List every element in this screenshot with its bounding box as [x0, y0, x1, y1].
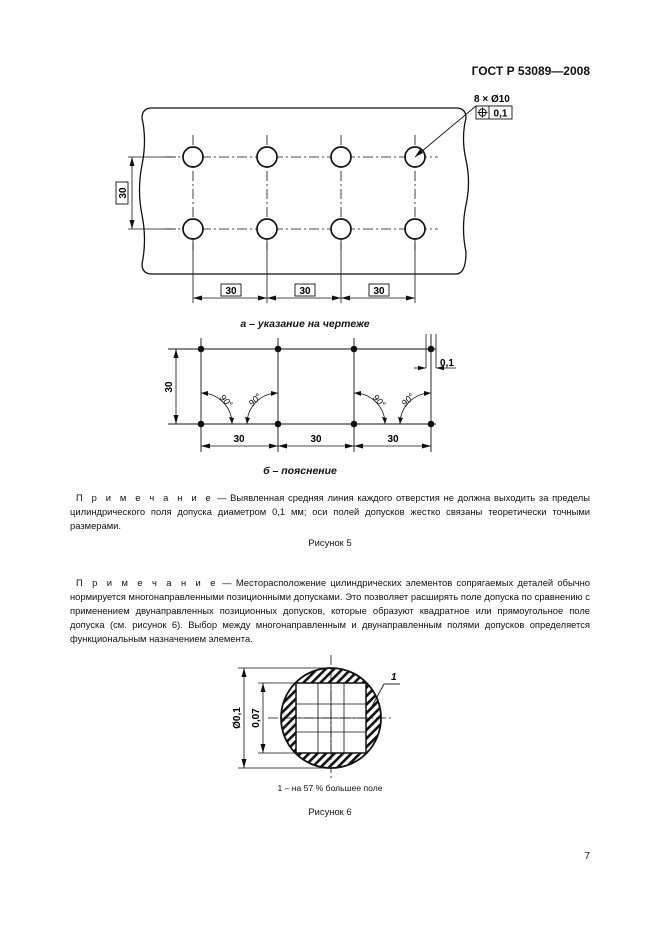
subcaption-b: б – пояснение — [263, 465, 337, 477]
hole — [330, 146, 352, 168]
dim-horizontal-30: 30 — [310, 434, 322, 445]
figure-6-legend: 1 – на 57 % большее поле — [277, 783, 383, 793]
feature-control-frame — [475, 105, 513, 120]
note-figure-5: П р и м е ч а н и е — Выявленная средняя… — [70, 491, 590, 533]
hole — [182, 146, 204, 168]
note-text: — Выявленная средняя линия каждого отвер… — [70, 492, 590, 531]
dim-horizontal-30: 30 — [373, 286, 385, 297]
position-symbol-icon — [477, 107, 488, 118]
standard-code: ГОСТ Р 53089—2008 — [471, 64, 590, 78]
hole — [256, 146, 278, 168]
dim-horizontal-30: 30 — [387, 434, 399, 445]
note-text: — Месторасположение цилиндрических элеме… — [70, 577, 590, 644]
plate-outline — [138, 107, 470, 275]
leader-label-1: 1 — [391, 672, 397, 683]
note-label: П р и м е ч а н и е — [76, 577, 219, 588]
dim-tolerance-01: 0,1 — [440, 358, 454, 369]
dim-vertical-30: 30 — [118, 187, 129, 199]
tolerance-value: 0,1 — [494, 109, 508, 120]
dim-vertical-30: 30 — [164, 381, 175, 393]
note-paragraph: П р и м е ч а н и е — Месторасположение … — [70, 576, 590, 646]
dim-horizontal-30: 30 — [225, 286, 237, 297]
subcaption-a: а – указание на чертеже — [240, 318, 370, 330]
dim-side-007: 0,07 — [251, 708, 262, 728]
dim-horizontal-30: 30 — [233, 434, 245, 445]
figure-6-caption: Рисунок 6 — [308, 806, 352, 817]
figure-5-caption: Рисунок 5 — [308, 537, 352, 548]
dim-horizontal-30: 30 — [299, 286, 311, 297]
note-label: П р и м е ч а н и е — [76, 492, 214, 503]
holes-spec-label: 8 × Ø10 — [474, 94, 510, 105]
dim-diameter-01: Ø0,1 — [232, 707, 243, 729]
grid-points — [197, 345, 435, 428]
page-number: 7 — [584, 851, 590, 862]
